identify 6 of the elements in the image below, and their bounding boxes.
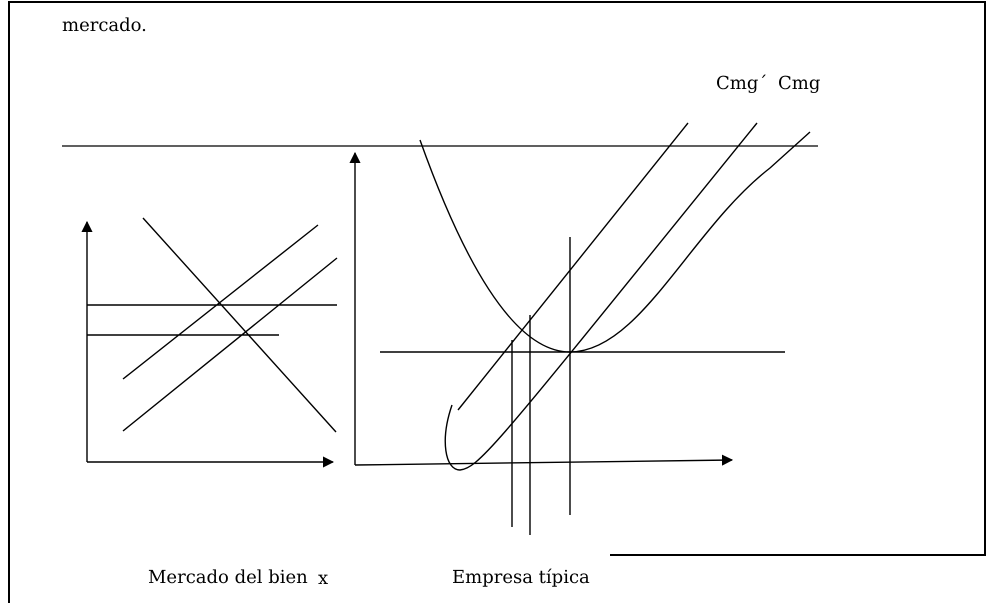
text-fragment: mercado. (62, 15, 147, 37)
curve-label: Cmg (778, 73, 820, 95)
chart-caption: Mercado del bien (148, 567, 308, 589)
curve-label: Cmg´ (716, 73, 768, 95)
axis-label: x (318, 568, 328, 590)
chart-caption: Empresa típica (452, 567, 590, 589)
